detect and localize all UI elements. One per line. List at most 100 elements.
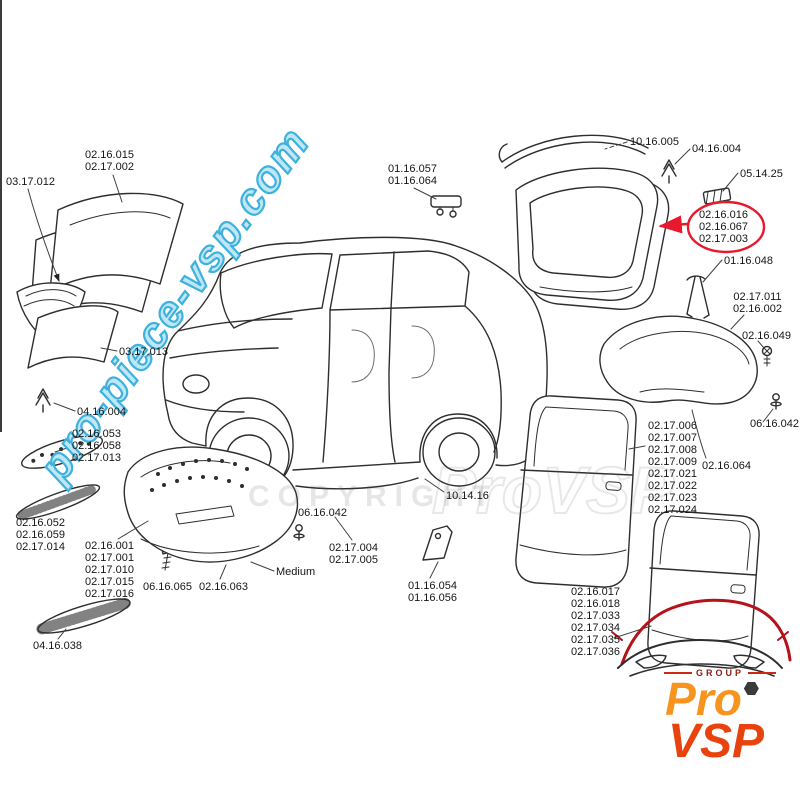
logo-group-label: GROUP (696, 668, 745, 678)
clip-icon-right (661, 159, 677, 184)
logo-group-row: GROUP (664, 668, 777, 678)
hex-bolt-icon (743, 682, 759, 695)
part-number: 02.16.002 (733, 303, 782, 315)
brand-watermark: ProVSP (431, 452, 675, 528)
part-number: 05.14.25 (740, 168, 783, 180)
label-02-16-064: 02.16.064 (702, 460, 751, 472)
screw-icon-02-16-049 (761, 345, 773, 367)
part-number: 04.16.004 (77, 406, 126, 418)
part-number: 03.17.012 (6, 176, 55, 188)
part-number: 02.17.004 (329, 542, 378, 554)
label-03-17-012: 03.17.012 (6, 176, 55, 188)
part-number: 01.16.057 (388, 163, 437, 175)
part-number: 06.16.042 (750, 418, 799, 430)
label-06-16-042-right: 06.16.042 (750, 418, 799, 430)
copyright-watermark: COPYRIGHT (248, 480, 499, 513)
part-grille-strip-dotted (21, 435, 103, 469)
part-number: 01.16.064 (388, 175, 437, 187)
part-number: 02.16.016 (699, 209, 748, 221)
part-number: 02.16.015 (85, 149, 134, 161)
part-roof-panel (49, 192, 184, 292)
part-number: 02.17.024 (648, 504, 697, 516)
part-number: 02.17.035 (571, 634, 620, 646)
part-z-bracket (422, 525, 453, 561)
part-number: 02.17.014 (16, 541, 65, 553)
logo-car-sketch (611, 598, 792, 677)
part-number: 01.16.048 (724, 255, 773, 267)
part-number: 02.16.001 (85, 540, 134, 552)
label-04-16-004-right: 04.16.004 (692, 143, 741, 155)
logo-pro-label: Pro (665, 673, 742, 725)
label-05-14-25: 05.14.25 (740, 168, 783, 180)
label-06-16-042-left: 06.16.042 (298, 507, 347, 519)
part-number: 02.17.011 (733, 291, 782, 303)
label-03-17-013: 03.17.013 (119, 346, 168, 358)
logo-rule-right (748, 672, 777, 674)
part-front-bumper (123, 446, 299, 563)
part-number: 10.14.16 (446, 490, 489, 502)
label-medium: Medium (276, 566, 315, 578)
part-number: 02.17.022 (648, 480, 697, 492)
part-number: 02.17.021 (648, 468, 697, 480)
logo-rule-left (664, 672, 692, 674)
part-number: 02.16.063 (199, 581, 248, 593)
part-number: 02.16.052 (16, 517, 65, 529)
part-number: 02.17.002 (85, 161, 134, 173)
part-front-door (515, 395, 637, 588)
clip-icon-left (35, 388, 51, 413)
leader-lines (27, 141, 774, 640)
part-number: 02.17.008 (648, 444, 697, 456)
part-number: 02.16.017 (571, 586, 620, 598)
logo-pro-text: Pro (640, 676, 784, 722)
part-number: 02.17.003 (699, 233, 748, 245)
part-number: 01.16.056 (408, 592, 457, 604)
label-02-16-049: 02.16.049 (742, 330, 791, 342)
logo-vsp-text: VSP (667, 715, 765, 768)
pin-icon-left (293, 524, 305, 541)
part-number: 01.16.054 (408, 580, 457, 592)
part-number: 02.17.007 (648, 432, 697, 444)
highlight-annotation (658, 200, 766, 254)
part-number: Medium (276, 566, 316, 578)
part-number: 02.16.053 (72, 428, 121, 440)
part-number: 03.17.013 (119, 346, 168, 358)
part-number: 02.17.010 (85, 564, 134, 576)
part-number: 02.17.009 (648, 456, 697, 468)
part-v-bracket (686, 275, 710, 319)
label-10-16-005: 10.16.005 (630, 136, 679, 148)
part-rear-quarter-trim (599, 315, 758, 405)
bumper-grille-dots (150, 458, 249, 492)
label-10-14-16: 10.14.16 (446, 490, 489, 502)
part-number: 02.16.059 (16, 529, 65, 541)
part-number: 02.16.067 (699, 221, 748, 233)
part-number: 02.17.006 (648, 420, 697, 432)
page-edge-line (0, 0, 2, 432)
label-06-16-065: 06.16.065 (143, 581, 192, 593)
pin-icon-right (770, 393, 782, 410)
part-roof-seal (498, 134, 649, 169)
part-number: 02.17.033 (571, 610, 620, 622)
part-number: 02.17.016 (85, 588, 134, 600)
part-tailgate-outer-panel (515, 167, 659, 301)
part-number: 06.16.065 (143, 581, 192, 593)
part-number: 06.16.042 (298, 507, 347, 519)
label-01-16-048: 01.16.048 (724, 255, 773, 267)
part-number: 04.16.004 (692, 143, 741, 155)
part-number: 04.16.038 (33, 640, 82, 652)
part-number: 02.17.013 (72, 452, 121, 464)
part-roof-bracket (430, 195, 462, 218)
part-number: 02.17.034 (571, 622, 620, 634)
part-number: 02.17.001 (85, 552, 134, 564)
